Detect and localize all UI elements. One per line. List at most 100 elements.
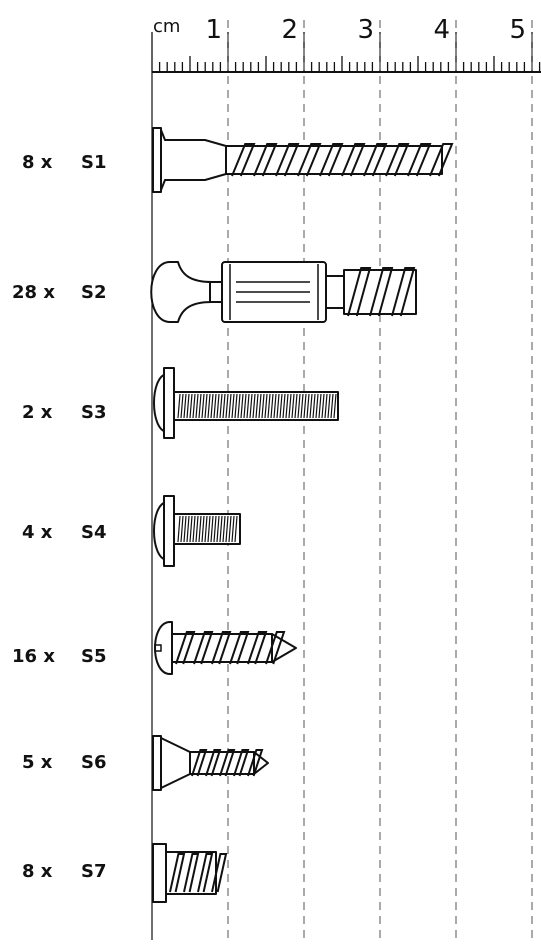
countersunk-wood-screw-icon: [152, 735, 269, 791]
s3-thread: [285, 393, 289, 419]
countersunk-cam-bolt-icon: [152, 127, 454, 193]
s3-thread: [294, 393, 298, 419]
part-code-s4: S4: [81, 522, 107, 543]
s1-thread: [407, 143, 432, 177]
ruler-mark-4: 4: [433, 15, 450, 45]
s6-thread: [205, 749, 222, 777]
s3-thread: [315, 393, 319, 419]
s3-thread: [282, 393, 286, 419]
part-quantity-s4: 4 x: [22, 522, 53, 543]
s3-thread: [297, 393, 301, 419]
ruler-unit-label: cm: [153, 16, 180, 37]
s3-thread: [306, 393, 310, 419]
part-code-s5: S5: [81, 646, 107, 667]
part-quantity-s3: 2 x: [22, 402, 53, 423]
s3-thread: [195, 393, 199, 419]
s3-thread: [213, 393, 217, 419]
s3-thread: [309, 393, 313, 419]
s3-thread: [324, 393, 328, 419]
s4-thread: [204, 515, 208, 543]
s2-thread: [369, 267, 394, 317]
s4-thread: [213, 515, 217, 543]
s1-thread: [253, 143, 278, 177]
s4-thread: [228, 515, 232, 543]
s4-thread: [177, 515, 181, 543]
part-quantity-s5: 16 x: [12, 646, 55, 667]
s3-thread: [312, 393, 316, 419]
s3-thread: [279, 393, 283, 419]
s4-thread: [192, 515, 196, 543]
s1-thread: [297, 143, 322, 177]
s3-thread: [237, 393, 241, 419]
s3-thread: [210, 393, 214, 419]
s3-thread: [186, 393, 190, 419]
s3-thread: [246, 393, 250, 419]
s4-thread: [189, 515, 193, 543]
s6-thread: [233, 749, 250, 777]
s3-thread: [267, 393, 271, 419]
s4-thread: [183, 515, 187, 543]
s3-thread: [321, 393, 325, 419]
s2-thread: [347, 267, 372, 317]
s6-thread: [247, 749, 264, 777]
s7-thread: [183, 853, 200, 893]
s1-thread: [319, 143, 344, 177]
s3-thread: [225, 393, 229, 419]
s1-thread: [363, 143, 388, 177]
s1-thread: [385, 143, 410, 177]
s3-thread: [207, 393, 211, 419]
s3-thread: [180, 393, 184, 419]
s3-thread: [270, 393, 274, 419]
s3-thread: [258, 393, 262, 419]
s3-thread: [252, 393, 256, 419]
part-quantity-s1: 8 x: [22, 152, 53, 173]
s4-thread: [222, 515, 226, 543]
s7-thread: [169, 853, 186, 893]
s3-thread: [183, 393, 187, 419]
s1-thread: [231, 143, 256, 177]
part-quantity-s6: 5 x: [22, 752, 53, 773]
s4-thread: [207, 515, 211, 543]
s1-thread: [429, 143, 454, 177]
s3-thread: [228, 393, 232, 419]
s3-thread: [261, 393, 265, 419]
s3-thread: [255, 393, 259, 419]
s3-thread: [300, 393, 304, 419]
s3-thread: [204, 393, 208, 419]
ruler-mark-3: 3: [357, 15, 374, 45]
s3-thread: [234, 393, 238, 419]
s3-thread: [222, 393, 226, 419]
s4-thread: [231, 515, 235, 543]
part-code-s6: S6: [81, 752, 107, 773]
s3-thread: [192, 393, 196, 419]
guide-lines: [151, 20, 533, 940]
s3-thread: [216, 393, 220, 419]
s3-thread: [327, 393, 331, 419]
s3-thread: [189, 393, 193, 419]
s3-thread: [231, 393, 235, 419]
part-quantity-s2: 28 x: [12, 282, 55, 303]
s1-thread: [275, 143, 300, 177]
s4-thread: [225, 515, 229, 543]
ruler: cm 1 2 3 4 5: [151, 15, 541, 73]
s4-thread: [201, 515, 205, 543]
part-code-s7: S7: [81, 861, 107, 882]
s3-thread: [276, 393, 280, 419]
s3-thread: [198, 393, 202, 419]
s3-thread: [288, 393, 292, 419]
s5-thread: [247, 631, 268, 665]
dowel-connector-screw-icon: [150, 261, 417, 323]
s3-thread: [219, 393, 223, 419]
short-machine-screw-icon: [153, 495, 241, 567]
s3-thread: [201, 393, 205, 419]
s5-thread: [265, 631, 286, 665]
s3-thread: [264, 393, 268, 419]
part-quantity-s7: 8 x: [22, 861, 53, 882]
pan-head-wood-screw-icon: [154, 621, 297, 675]
ruler-mark-2: 2: [281, 15, 298, 45]
part-code-s2: S2: [81, 282, 107, 303]
s4-thread: [198, 515, 202, 543]
s5-thread: [211, 631, 232, 665]
threaded-insert-icon: [152, 843, 228, 903]
